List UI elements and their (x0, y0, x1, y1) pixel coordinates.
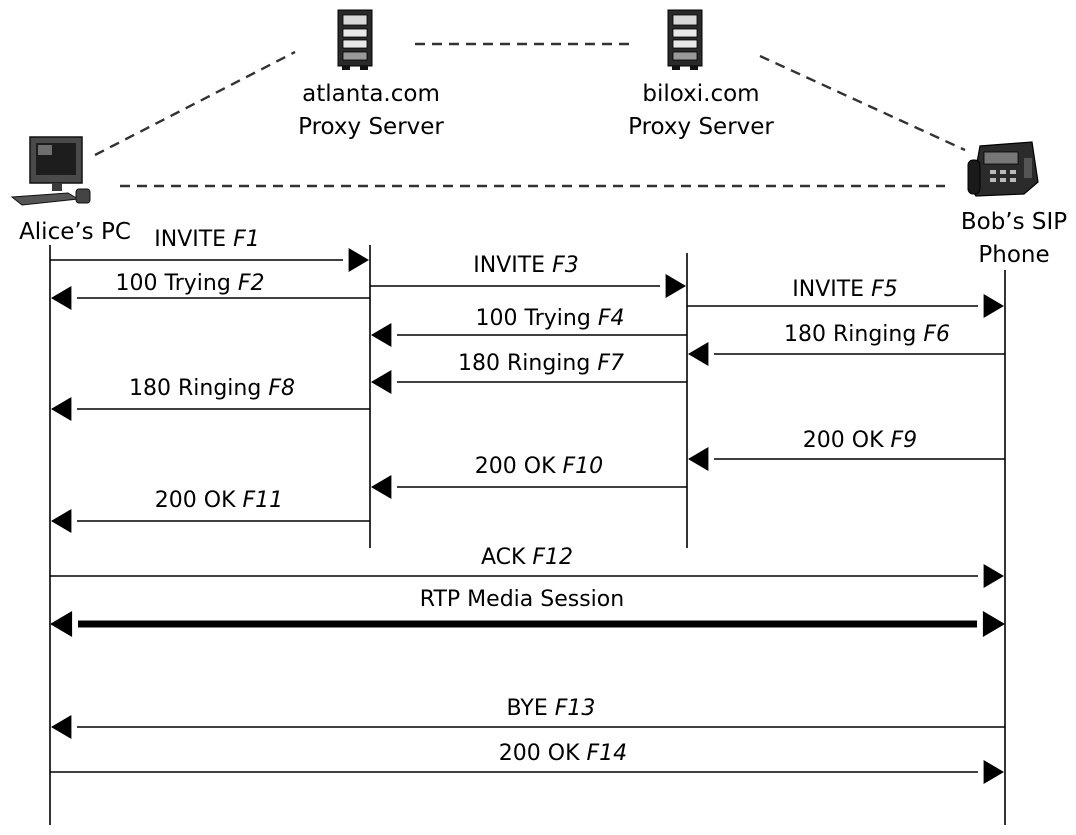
message-f1: INVITE F1 (50, 227, 369, 272)
arrowhead (50, 611, 73, 637)
sip-phone-icon (967, 141, 1039, 197)
message-f13: BYE F13 (51, 696, 1005, 739)
message-label: ACK F12 (481, 545, 573, 570)
message-name: BYE (507, 696, 555, 721)
message-label: 200 OK F10 (475, 454, 603, 479)
message-label: 200 OK F9 (803, 428, 917, 453)
alice-label: Alice’s PC (19, 219, 131, 245)
arrowhead (51, 397, 72, 421)
message-id: F6 (923, 322, 950, 347)
message-label: 200 OK F11 (155, 488, 283, 513)
arrowhead (371, 323, 392, 347)
arrowhead (51, 715, 72, 739)
message-label: BYE F13 (507, 696, 596, 721)
entity-labels: Alice’s PC atlanta.com Proxy Server bilo… (19, 81, 1067, 268)
message-id: F2 (238, 271, 265, 296)
message-label: RTP Media Session (420, 587, 624, 612)
message-label: 200 OK F14 (499, 741, 627, 766)
message-label: 180 Ringing F7 (458, 351, 624, 376)
message-f12: ACK F12 (50, 545, 1004, 588)
message-name: 100 Trying (476, 306, 598, 331)
biloxi-label-line1: biloxi.com (642, 81, 759, 107)
message-name: 180 Ringing (784, 322, 923, 347)
message-f4: 100 Trying F4 (371, 306, 687, 347)
message-name: 100 Trying (116, 271, 238, 296)
server-icon (667, 9, 703, 70)
message-f9: 200 OK F9 (688, 428, 1005, 471)
biloxi-label-line2: Proxy Server (628, 114, 774, 140)
link-biloxi-bob (759, 54, 966, 152)
message-label: 180 Ringing F8 (129, 376, 295, 401)
arrowhead (371, 370, 392, 394)
message-id: F14 (587, 741, 628, 766)
message-f11: 200 OK F11 (51, 488, 370, 533)
message-name: 200 OK (475, 454, 563, 479)
topology-links (94, 42, 966, 188)
message-f14: 200 OK F14 (50, 741, 1004, 784)
message-label: INVITE F3 (473, 253, 578, 278)
arrowhead (371, 475, 392, 499)
arrowhead (348, 248, 369, 272)
message-f6: 180 Ringing F6 (688, 322, 1005, 366)
bob-label-line2: Phone (978, 242, 1049, 268)
message-id: F9 (891, 428, 918, 453)
arrowhead (665, 274, 686, 298)
desktop-pc-icon (10, 136, 91, 206)
arrowhead (51, 509, 72, 533)
arrowhead (982, 611, 1005, 637)
message-label: INVITE F5 (792, 277, 897, 302)
arrowhead (688, 342, 709, 366)
arrowhead (983, 760, 1004, 784)
message-label: 100 Trying F4 (476, 306, 625, 331)
message-name: INVITE (154, 227, 233, 252)
message-id: F10 (563, 454, 604, 479)
message-id: F11 (243, 488, 284, 513)
arrowhead (51, 286, 72, 310)
message-name: 200 OK (499, 741, 587, 766)
atlanta-label-line2: Proxy Server (298, 114, 444, 140)
message-id: F8 (268, 376, 295, 401)
bob-label-line1: Bob’s SIP (961, 209, 1067, 235)
message-f7: 180 Ringing F7 (371, 351, 687, 394)
message-name: ACK (481, 545, 532, 570)
message-label: 100 Trying F2 (116, 271, 265, 296)
message-name: 200 OK (155, 488, 243, 513)
arrowhead (983, 294, 1004, 318)
message-id: F5 (871, 277, 898, 302)
message-f3: INVITE F3 (370, 253, 686, 298)
message-id: F1 (233, 227, 260, 252)
message-f2: 100 Trying F2 (51, 271, 370, 310)
message-name: 180 Ringing (458, 351, 597, 376)
message-label: 180 Ringing F6 (784, 322, 950, 347)
message-f8: 180 Ringing F8 (51, 376, 370, 421)
message-id: F13 (555, 696, 596, 721)
atlanta-label-line1: atlanta.com (302, 81, 440, 107)
message-id: F4 (598, 306, 625, 331)
message-rtp-media-session: RTP Media Session (50, 587, 1005, 637)
arrowhead (688, 447, 709, 471)
message-f10: 200 OK F10 (371, 454, 687, 499)
message-id: F7 (597, 351, 624, 376)
message-name: 180 Ringing (129, 376, 268, 401)
arrowhead (983, 564, 1004, 588)
server-icon (337, 9, 373, 70)
link-alice-atlanta (94, 50, 296, 157)
message-name: INVITE (473, 253, 552, 278)
message-name: RTP Media Session (420, 587, 624, 612)
message-label: INVITE F1 (154, 227, 259, 252)
lifelines (49, 245, 1006, 825)
message-id: F3 (552, 253, 579, 278)
message-id: F12 (532, 545, 573, 570)
message-name: INVITE (792, 277, 871, 302)
message-f5: INVITE F5 (687, 277, 1004, 318)
message-name: 200 OK (803, 428, 891, 453)
